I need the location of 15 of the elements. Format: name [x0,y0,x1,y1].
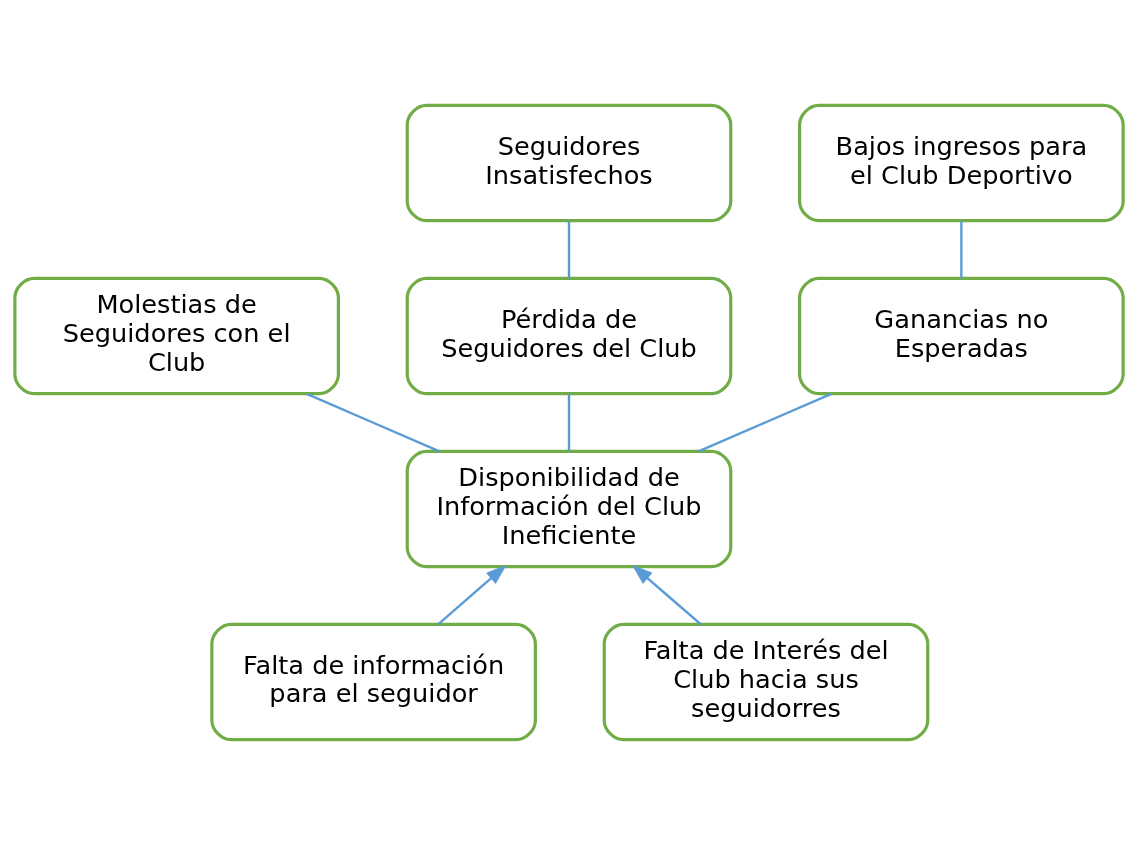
node-box: Bajos ingresos para el Club Deportivo [798,103,1125,222]
node-box: Pérdida de Seguidores del Club [405,276,733,395]
node-box: Falta de Interés del Club hacia sus seguidorres [602,622,930,741]
node-box: Seguidores Insatisfechos [405,103,733,222]
node-box: Ganancias no Esperadas [798,276,1125,395]
node-box: Molestias de Seguidores con el Club [13,276,340,395]
arrow [631,564,702,625]
connector [567,393,571,451]
connector [960,220,963,278]
node-box: Falta de información para el seguidor [210,622,537,741]
connector [698,392,832,452]
connector [306,392,440,452]
arrow [437,564,507,625]
node-box: Disponibilidad de Información del Club Ineficiente [405,449,733,568]
connector [567,220,571,278]
